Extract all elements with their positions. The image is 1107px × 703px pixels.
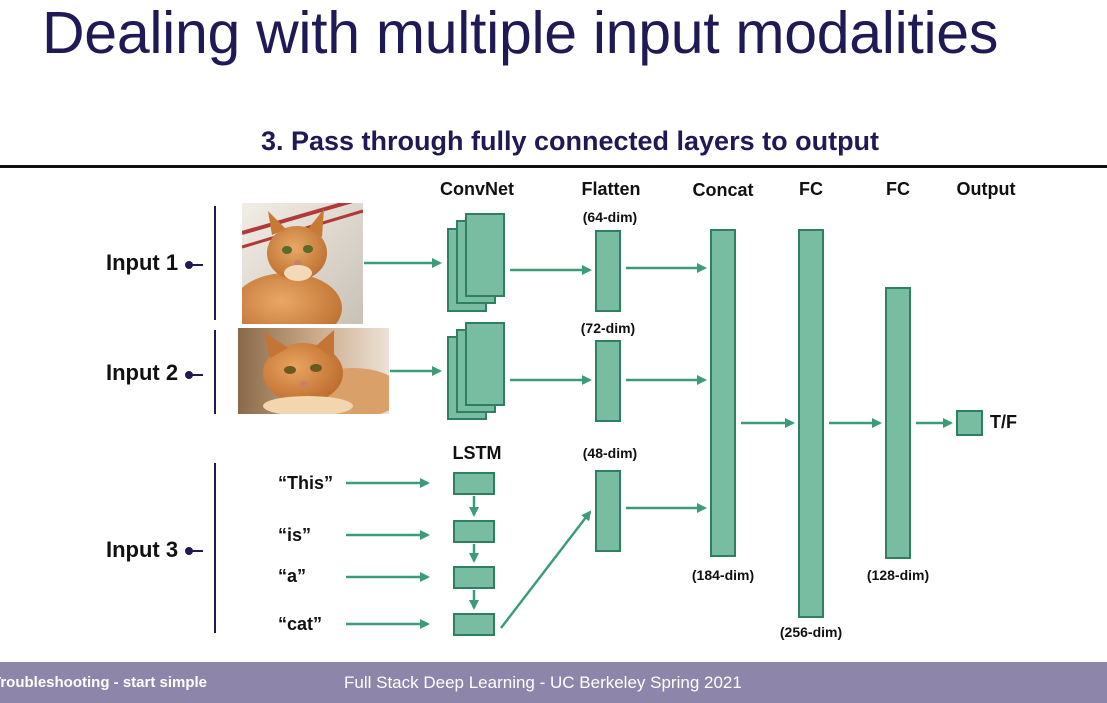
cat-photo-2	[238, 328, 389, 414]
word-cat: “cat”	[278, 614, 323, 634]
output-label: T/F	[990, 412, 1017, 432]
flatten-header: Flatten	[581, 179, 641, 199]
fc2-dim-label: (128-dim)	[866, 567, 930, 583]
input-1-label: Input 1	[106, 250, 179, 275]
concat-dim-label: (184-dim)	[691, 567, 755, 583]
input-2-label: Input 2	[106, 360, 179, 385]
flatten-bar-1	[595, 230, 621, 312]
lstm-cell-1	[453, 472, 495, 495]
fc1-bar	[798, 229, 824, 618]
lstm-cell-2	[453, 520, 495, 543]
fc2-header: FC	[886, 179, 910, 199]
slide-footer: Troubleshooting - start simple Full Stac…	[0, 662, 1107, 703]
slide-subtitle: 3. Pass through fully connected layers t…	[260, 126, 880, 156]
footer-course-title: Full Stack Deep Learning - UC Berkeley S…	[344, 673, 742, 692]
convnet-header: ConvNet	[439, 179, 515, 199]
input-1-bracket	[214, 206, 216, 320]
word-a: “a”	[278, 566, 307, 586]
lstm-cell-3	[453, 566, 495, 589]
lstm-header: LSTM	[452, 443, 502, 463]
convnet-2-layer-front	[465, 322, 505, 406]
flatten2-dim-label: (72-dim)	[580, 320, 636, 336]
slide-title: Dealing with multiple input modalities	[42, 0, 999, 66]
flatten1-dim-label: (64-dim)	[582, 209, 638, 225]
input-3-label: Input 3	[106, 537, 179, 562]
flatten-bar-3	[595, 470, 621, 552]
lstm-cell-4	[453, 613, 495, 636]
fc2-bar	[885, 287, 911, 559]
convnet-1-layer-front	[465, 213, 505, 297]
concat-bar	[710, 229, 736, 557]
output-header: Output	[956, 179, 1016, 199]
input-2-bracket	[214, 330, 216, 414]
output-box	[956, 410, 983, 436]
footer-section-title: Troubleshooting - start simple	[0, 674, 208, 691]
fc1-dim-label: (256-dim)	[779, 624, 843, 640]
flatten3-dim-label: (48-dim)	[582, 445, 638, 461]
concat-header: Concat	[692, 180, 754, 200]
input-3-connector	[185, 547, 203, 555]
word-is: “is”	[278, 525, 312, 545]
input-2-connector	[185, 371, 203, 379]
word-this: “This”	[278, 473, 334, 493]
input-3-bracket	[214, 463, 216, 633]
cat-photo-1	[242, 203, 363, 324]
header-rule	[0, 165, 1107, 168]
input-1-connector	[185, 261, 203, 269]
flatten-bar-2	[595, 340, 621, 422]
fc1-header: FC	[799, 179, 823, 199]
